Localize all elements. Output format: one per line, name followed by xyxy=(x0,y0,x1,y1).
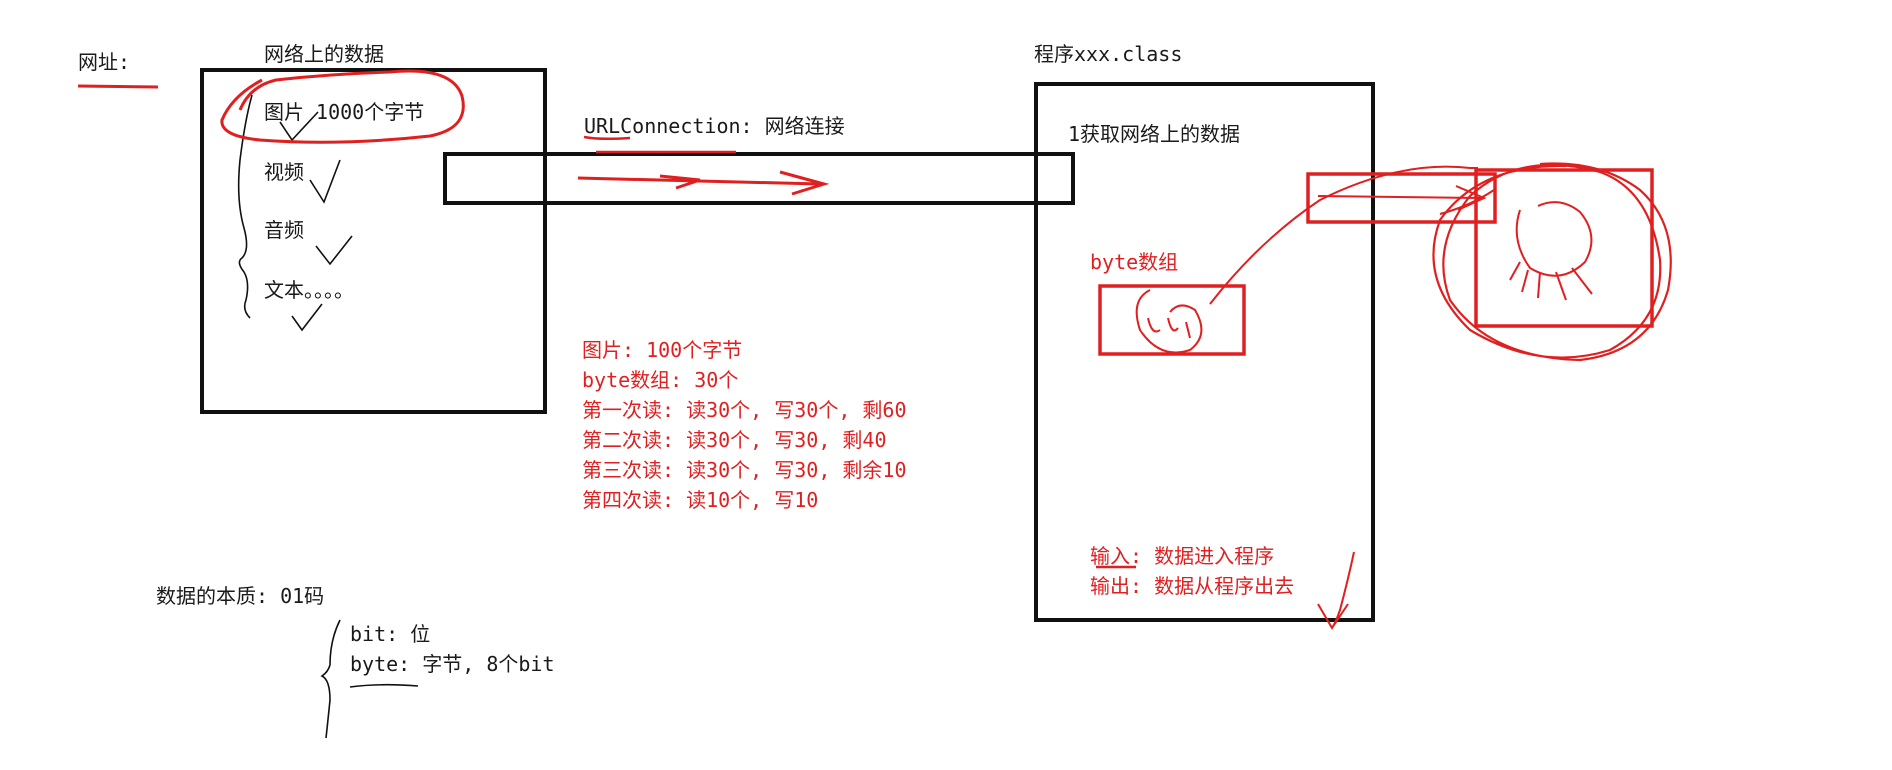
transfer-curve xyxy=(1209,165,1478,305)
read-note: 图片: 100个字节 xyxy=(582,338,743,362)
program-title: 程序xxx.class xyxy=(1034,42,1183,66)
url-underline xyxy=(77,84,159,89)
check-mark xyxy=(315,235,353,266)
read-note: 第三次读: 读30个, 写30, 剩余10 xyxy=(582,458,907,482)
program-step1: 1获取网络上的数据 xyxy=(1068,122,1241,146)
check-mark xyxy=(309,159,341,204)
check-mark xyxy=(291,303,323,332)
byte-array-label: byte数组 xyxy=(1090,250,1179,274)
image-circle xyxy=(220,69,465,144)
data-unit-bit: bit: 位 xyxy=(350,622,431,646)
network-item-audio: 音频 xyxy=(264,218,304,242)
data-unit-byte: byte: 字节, 8个bit xyxy=(350,652,555,676)
destination-box xyxy=(1474,168,1654,328)
transfer-box xyxy=(1306,172,1497,224)
read-note: 第二次读: 读30个, 写30, 剩40 xyxy=(582,428,887,452)
connection-label: URLConnection: 网络连接 xyxy=(584,114,845,138)
items-brace xyxy=(237,94,253,319)
byte-array-scribble xyxy=(1135,289,1203,354)
io-input-line: 输入: 数据进入程序 xyxy=(1090,544,1275,568)
data-essence-title: 数据的本质: 01码 xyxy=(156,584,325,608)
destination-scribble xyxy=(1509,201,1593,301)
network-item-image: 图片 1000个字节 xyxy=(264,100,425,124)
check-mark xyxy=(279,111,319,142)
url-label: 网址: xyxy=(78,50,131,74)
io-check xyxy=(1317,551,1355,630)
read-note: 第四次读: 读10个, 写10 xyxy=(582,488,819,512)
byte-array-box xyxy=(1098,284,1246,356)
io-output-line: 输出: 数据从程序出去 xyxy=(1090,574,1295,598)
network-data-box xyxy=(200,68,547,414)
read-note: byte数组: 30个 xyxy=(582,368,739,392)
flow-arrow xyxy=(577,170,830,196)
program-box xyxy=(1034,82,1375,622)
destination-spiral xyxy=(1432,162,1672,362)
read-note: 第一次读: 读30个, 写30个, 剩60 xyxy=(582,398,907,422)
network-data-title: 网络上的数据 xyxy=(264,42,384,66)
byte-underline xyxy=(349,683,419,688)
urlconnection-underline xyxy=(583,135,736,154)
network-item-video: 视频 xyxy=(264,160,304,184)
connection-pipe xyxy=(443,152,1075,205)
network-item-text: 文本。。。。 xyxy=(264,278,354,302)
units-brace xyxy=(320,619,341,739)
